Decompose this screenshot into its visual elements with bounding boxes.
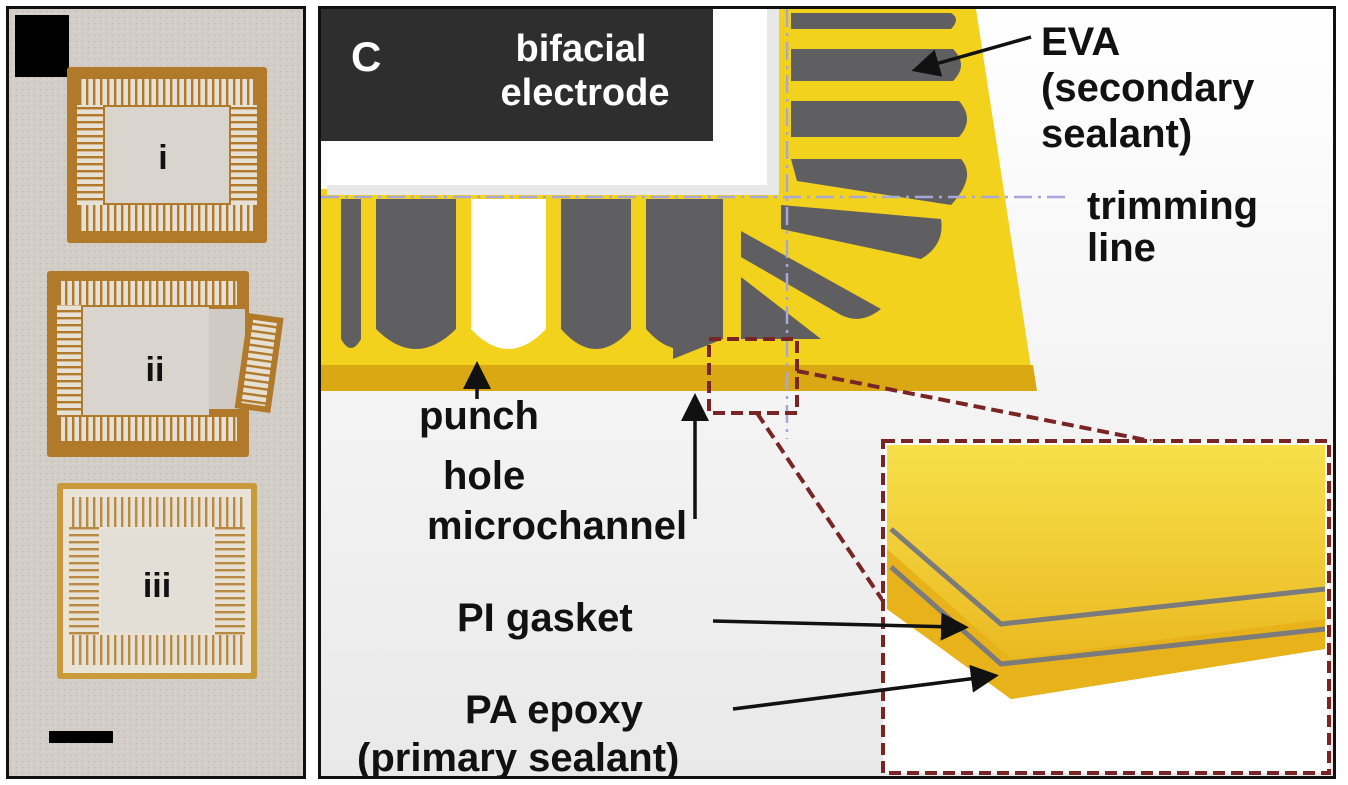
trimming-label-line1: trimming (1087, 184, 1258, 228)
trimming-label-line2: line (1087, 226, 1156, 270)
film-sample-iii: iii (57, 483, 257, 679)
film-sample-i: i (67, 67, 267, 243)
sample-label-iii: iii (143, 567, 171, 605)
panel-letter: C (351, 33, 381, 80)
zoom-inset (881, 439, 1331, 775)
eva-label-line2: (secondary (1041, 66, 1255, 110)
eva-label-line3: sealant) (1041, 112, 1192, 156)
vertical-slots (341, 199, 723, 359)
pi-gasket-label: PI gasket (457, 596, 633, 640)
scale-bar (49, 731, 113, 743)
schematic-panel: C bifacial electrode (318, 6, 1336, 779)
punch-hole-label-line1: punch (419, 394, 539, 438)
film-sample-ii: ii (47, 271, 284, 457)
punch-hole-label-line2: hole (443, 454, 525, 498)
photo-canvas: i ii iii (9, 9, 303, 776)
photo-panel: i ii iii (6, 6, 306, 779)
schematic-canvas: C bifacial electrode (321, 9, 1333, 776)
panel-letter-box (15, 15, 69, 77)
sample-label-i: i (158, 139, 167, 177)
pa-epoxy-label-line1: PA epoxy (465, 688, 644, 732)
eva-label-line1: EVA (1041, 20, 1120, 64)
annotation-arrows (463, 35, 1032, 711)
zoom-connector-lines (755, 369, 1152, 609)
electrode-label-line1: bifacial (516, 28, 647, 70)
pa-epoxy-label-line2: (primary sealant) (357, 736, 679, 776)
sample-label-ii: ii (146, 351, 165, 389)
zoom-source-box (707, 337, 799, 415)
horizontal-slots (741, 13, 968, 339)
bifacial-electrode: C bifacial electrode (321, 9, 779, 195)
trimming-lines (321, 9, 1066, 439)
electrode-label-box (321, 9, 713, 141)
microchannel-label: microchannel (427, 504, 687, 548)
annotation-labels: EVA (secondary sealant) trimming line pu… (357, 20, 1258, 776)
electrode-label-line2: electrode (501, 72, 670, 114)
